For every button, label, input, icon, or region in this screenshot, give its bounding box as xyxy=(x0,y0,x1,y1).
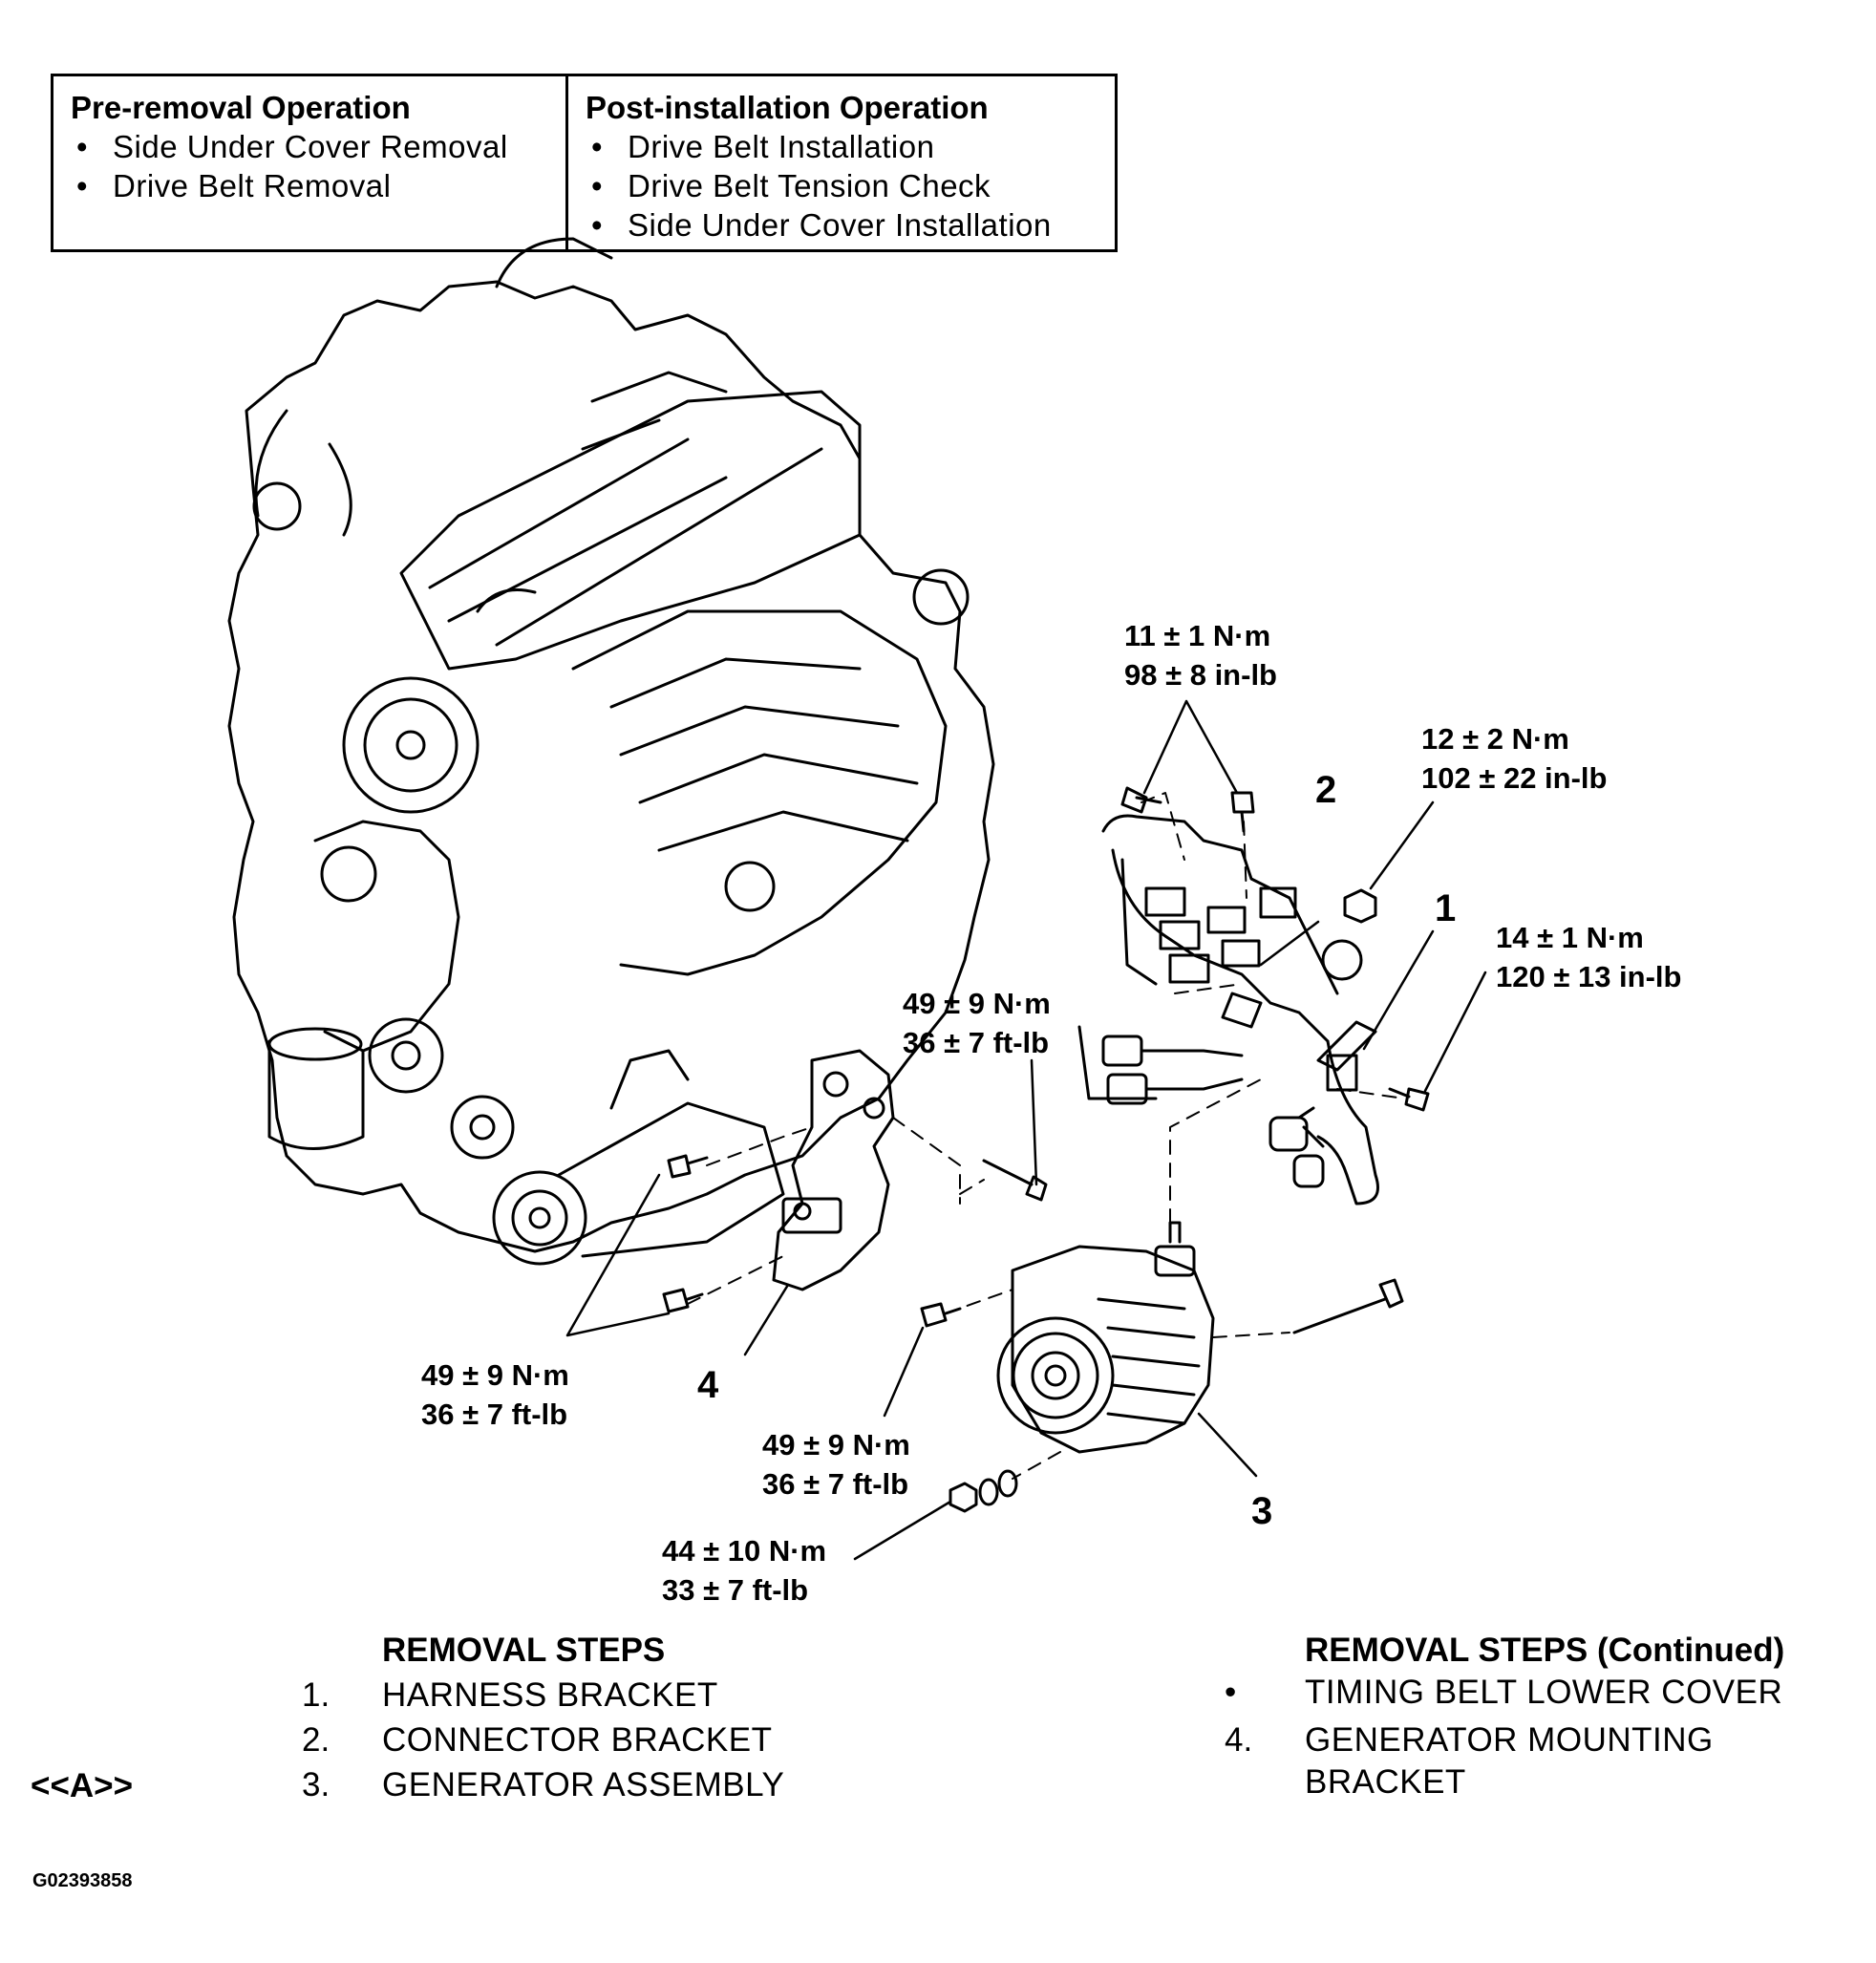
post-installation-list: Drive Belt Installation Drive Belt Tensi… xyxy=(586,127,1098,245)
torque-label: 49 ± 9 N·m 36 ± 7 ft-lb xyxy=(762,1425,910,1504)
post-installation-item: Side Under Cover Installation xyxy=(586,205,1098,245)
callout-4: 4 xyxy=(697,1364,719,1406)
pre-removal-item: Side Under Cover Removal xyxy=(71,127,548,166)
generator-mounting-bracket-drawing xyxy=(772,1049,895,1291)
removal-step: 2. CONNECTOR BRACKET xyxy=(302,1721,772,1760)
fasteners-drawing xyxy=(662,786,1430,1513)
post-installation-heading: Post-installation Operation xyxy=(586,90,989,125)
torque-label: 49 ± 9 N·m 36 ± 7 ft-lb xyxy=(903,984,1051,1062)
pre-removal-column: Pre-removal Operation Side Under Cover R… xyxy=(53,76,568,249)
torque-label: 14 ± 1 N·m 120 ± 13 in-lb xyxy=(1496,918,1681,996)
removal-step: • TIMING BELT LOWER COVER xyxy=(1225,1674,1782,1712)
torque-metric: 49 ± 9 N·m xyxy=(903,987,1051,1020)
post-installation-column: Post-installation Operation Drive Belt I… xyxy=(568,76,1115,249)
engine-block-drawing xyxy=(227,237,995,1266)
removal-step: 4. GENERATOR MOUNTING xyxy=(1225,1721,1714,1760)
callout-2: 2 xyxy=(1315,769,1337,811)
torque-metric: 44 ± 10 N·m xyxy=(662,1534,827,1568)
torque-label: 12 ± 2 N·m 102 ± 22 in-lb xyxy=(1421,719,1607,798)
torque-label: 44 ± 10 N·m 33 ± 7 ft-lb xyxy=(662,1531,826,1610)
removal-steps-title: REMOVAL STEPS xyxy=(382,1632,666,1669)
torque-label: 49 ± 9 N·m 36 ± 7 ft-lb xyxy=(421,1355,569,1434)
post-installation-item: Drive Belt Tension Check xyxy=(586,166,1098,205)
step-number xyxy=(1225,1763,1305,1802)
removal-step: 3. GENERATOR ASSEMBLY xyxy=(302,1766,784,1804)
torque-imperial: 102 ± 22 in-lb xyxy=(1421,761,1608,795)
generator-assembly-drawing xyxy=(996,1221,1215,1454)
service-point-mark: <<A>> xyxy=(31,1767,134,1804)
step-bullet: • xyxy=(1225,1674,1237,1711)
torque-metric: 49 ± 9 N·m xyxy=(762,1428,910,1462)
step-label: BRACKET xyxy=(1305,1763,1466,1801)
leader-lines-drawing xyxy=(565,699,1487,1561)
figure-id: G02393858 xyxy=(32,1870,133,1891)
assembly-lines-drawing xyxy=(687,792,1405,1480)
removal-step: BRACKET xyxy=(1225,1763,1466,1802)
torque-metric: 14 ± 1 N·m xyxy=(1496,921,1644,954)
post-installation-item: Drive Belt Installation xyxy=(586,127,1098,166)
torque-imperial: 33 ± 7 ft-lb xyxy=(662,1573,809,1607)
torque-imperial: 36 ± 7 ft-lb xyxy=(903,1026,1050,1059)
step-number: 2. xyxy=(302,1721,330,1759)
step-number: 1. xyxy=(302,1676,330,1714)
pre-removal-heading: Pre-removal Operation xyxy=(71,90,411,125)
step-label: GENERATOR MOUNTING xyxy=(1305,1721,1714,1759)
torque-imperial: 120 ± 13 in-lb xyxy=(1496,960,1682,993)
torque-imperial: 98 ± 8 in-lb xyxy=(1124,658,1277,692)
harness-connector-drawing xyxy=(1077,814,1379,1206)
torque-imperial: 36 ± 7 ft-lb xyxy=(762,1467,909,1501)
callout-3: 3 xyxy=(1251,1490,1273,1532)
step-number: 3. xyxy=(302,1766,330,1803)
step-label: HARNESS BRACKET xyxy=(382,1676,718,1714)
step-number: 4. xyxy=(1225,1721,1253,1759)
removal-step: 1. HARNESS BRACKET xyxy=(302,1676,718,1715)
step-label: GENERATOR ASSEMBLY xyxy=(382,1766,785,1803)
removal-steps-continued-title: REMOVAL STEPS (Continued) xyxy=(1305,1632,1785,1669)
torque-metric: 12 ± 2 N·m xyxy=(1421,722,1569,756)
torque-label: 11 ± 1 N·m 98 ± 8 in-lb xyxy=(1124,616,1277,694)
callout-1: 1 xyxy=(1435,887,1457,929)
torque-metric: 49 ± 9 N·m xyxy=(421,1358,569,1392)
torque-metric: 11 ± 1 N·m xyxy=(1124,619,1271,652)
step-label: CONNECTOR BRACKET xyxy=(382,1721,773,1759)
operation-table: Pre-removal Operation Side Under Cover R… xyxy=(51,74,1118,252)
step-label: TIMING BELT LOWER COVER xyxy=(1305,1674,1783,1711)
pre-removal-list: Side Under Cover Removal Drive Belt Remo… xyxy=(71,127,548,205)
pre-removal-item: Drive Belt Removal xyxy=(71,166,548,205)
torque-imperial: 36 ± 7 ft-lb xyxy=(421,1398,568,1431)
